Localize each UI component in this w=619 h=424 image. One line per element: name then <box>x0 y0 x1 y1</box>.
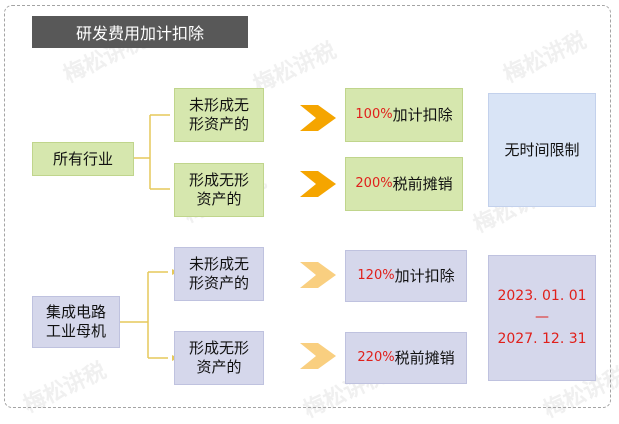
condition-label: 未形成无形资产的 <box>188 96 249 133</box>
rate-value: 120% <box>357 267 395 283</box>
big-arrow-top-2 <box>300 171 336 197</box>
period-label: 无时间限制 <box>504 140 580 159</box>
treatment-box-top-2: 200%税前摊销 <box>345 157 463 211</box>
rate-value: 220% <box>357 349 395 365</box>
condition-label: 形成无形资产的 <box>188 171 249 208</box>
condition-box-bottom-2: 形成无形资产的 <box>174 331 264 385</box>
period-box-all: 无时间限制 <box>488 93 596 207</box>
industry-box-all: 所有行业 <box>32 142 134 176</box>
rate-value: 200% <box>355 175 393 191</box>
rate-value: 100% <box>355 106 393 122</box>
industry-label: 所有行业 <box>52 149 113 168</box>
industry-box-ic: 集成电路工业母机 <box>32 296 120 348</box>
period-end: 2027. 12. 31 <box>497 330 587 347</box>
condition-box-top-2: 形成无形资产的 <box>174 163 264 217</box>
industry-label: 集成电路工业母机 <box>45 303 106 340</box>
bracket-connector-top <box>134 114 170 190</box>
bracket-connector-bottom <box>120 271 168 359</box>
treatment-box-top-1: 100%加计扣除 <box>345 88 463 142</box>
condition-box-top-1: 未形成无形资产的 <box>174 88 264 142</box>
period-start: 2023. 01. 01 <box>497 287 587 304</box>
big-arrow-bottom-1 <box>300 262 336 288</box>
big-arrow-top-1 <box>300 105 336 131</box>
condition-box-bottom-1: 未形成无形资产的 <box>174 247 264 301</box>
period-dash: — <box>535 309 549 326</box>
page-title: 研发费用加计扣除 <box>32 16 248 48</box>
big-arrow-bottom-2 <box>300 343 336 369</box>
treatment-label: 加计扣除 <box>394 266 455 285</box>
condition-label: 形成无形资产的 <box>188 339 249 376</box>
period-box-ic: 2023. 01. 01 — 2027. 12. 31 <box>488 255 596 381</box>
treatment-box-bottom-2: 220%税前摊销 <box>345 332 467 384</box>
treatment-label: 加计扣除 <box>392 105 453 124</box>
treatment-box-bottom-1: 120%加计扣除 <box>345 250 467 302</box>
outer-dashed-frame <box>4 5 611 408</box>
treatment-label: 税前摊销 <box>394 348 455 367</box>
condition-label: 未形成无形资产的 <box>188 255 249 292</box>
treatment-label: 税前摊销 <box>392 174 453 193</box>
